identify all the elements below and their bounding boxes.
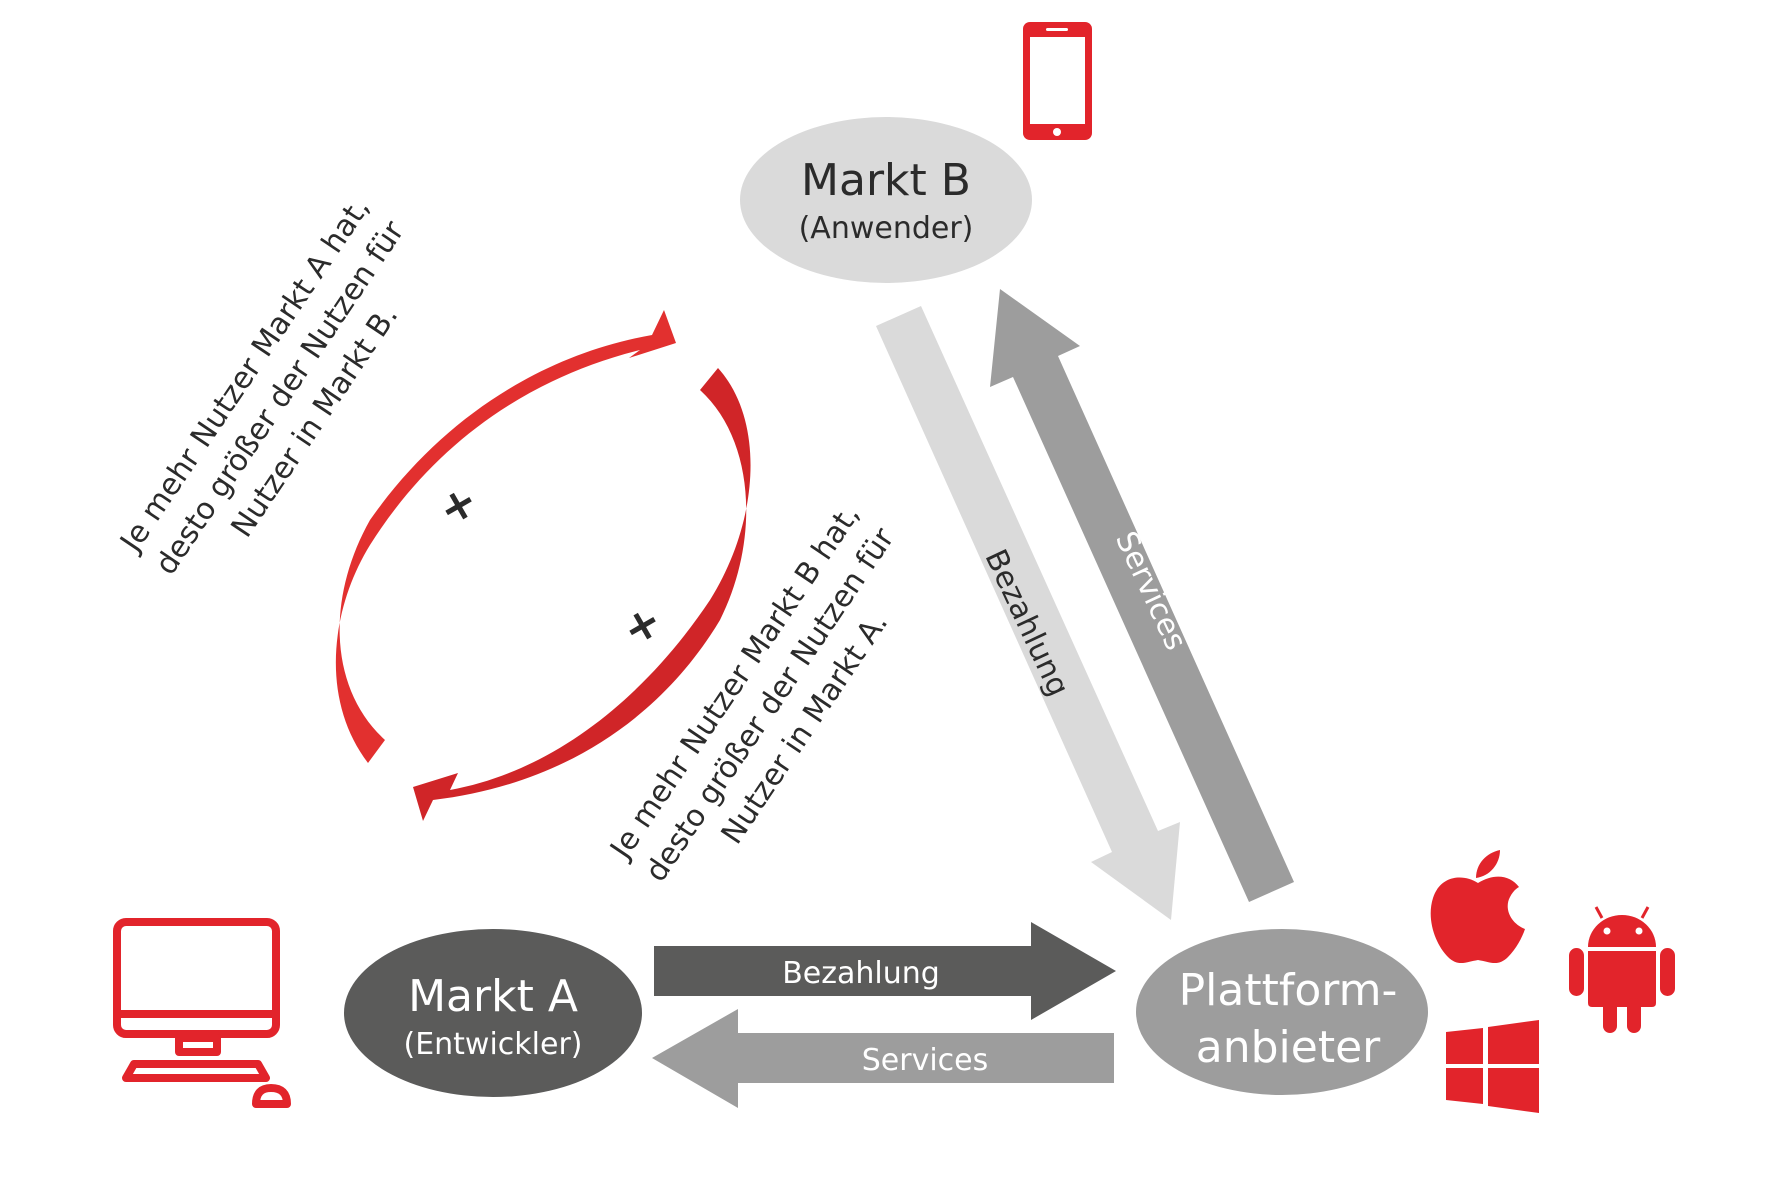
node-platform: Plattform- anbieter (1136, 929, 1428, 1095)
market-b-title: Markt B (801, 155, 971, 206)
platform-label-line-2: anbieter (1196, 1022, 1381, 1073)
platform-label-line-1: Plattform- (1179, 965, 1398, 1016)
plus-sign-2: + (614, 594, 671, 657)
market-b-ellipse (740, 117, 1032, 283)
effect-b-line-2: desto größer der Nutzen für (639, 521, 902, 888)
services-up-arrow (990, 289, 1294, 902)
flow-platform-to-a: Services (652, 1009, 1114, 1108)
network-effect-a-to-b-text: Je mehr Nutzer Markt A hat, desto größer… (113, 191, 412, 581)
apple-icon (1430, 850, 1525, 964)
market-a-ellipse (344, 929, 642, 1097)
node-market-b: Markt B (Anwender) (740, 117, 1032, 283)
platform-ellipse (1136, 929, 1428, 1095)
market-a-subtitle: (Entwickler) (403, 1027, 582, 1062)
node-market-a: Markt A (Entwickler) (344, 929, 642, 1097)
smartphone-icon (1023, 22, 1092, 140)
plus-sign-1: + (430, 474, 487, 537)
services-horizontal-label: Services (862, 1043, 989, 1078)
desktop-computer-icon (113, 918, 291, 1108)
market-a-title: Markt A (408, 971, 578, 1022)
loop-arrow-a-to-b (335, 310, 676, 763)
bezahlung-right-arrow (654, 922, 1116, 1020)
windows-icon (1446, 1020, 1539, 1113)
bezahlung-down-arrow (876, 306, 1180, 920)
services-left-arrow (652, 1009, 1114, 1108)
android-icon (1569, 906, 1675, 1033)
market-b-subtitle: (Anwender) (799, 211, 974, 246)
flow-a-to-platform: Bezahlung (654, 922, 1116, 1020)
bezahlung-horizontal-label: Bezahlung (782, 956, 940, 991)
network-effect-b-to-a-text: Je mehr Nutzer Markt B hat, desto größer… (603, 498, 902, 888)
